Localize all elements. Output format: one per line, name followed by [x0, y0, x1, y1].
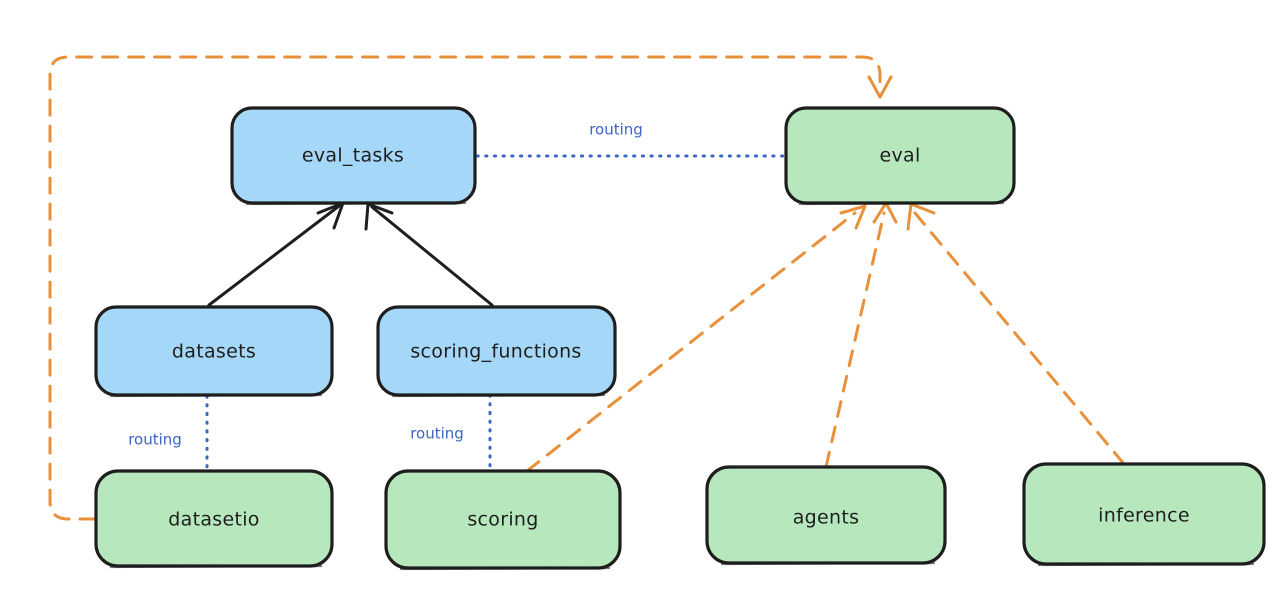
node-datasets[interactable]: datasets [94, 305, 334, 398]
node-inference[interactable]: inference [1022, 462, 1266, 567]
node-datasets-sketch-underline [109, 393, 323, 398]
edge-scoring-eval-arrowhead [839, 204, 867, 230]
node-datasetio-sketch-underline [109, 564, 323, 569]
edge-group-dependencies [48, 55, 1126, 521]
node-datasets-label: datasets [172, 341, 256, 363]
node-inference-label: inference [1098, 505, 1190, 527]
edge-group-routing: routing routing routing [128, 121, 786, 472]
node-eval[interactable]: eval [784, 106, 1016, 206]
edge-label-routing-eval: routing [589, 121, 643, 139]
node-datasetio[interactable]: datasetio [94, 469, 334, 569]
edge-agents-eval-path [824, 211, 886, 469]
node-eval-label: eval [879, 145, 920, 167]
edge-scoringfn-eval_tasks-path [370, 205, 494, 307]
edge-datasets-eval_tasks[interactable] [207, 201, 345, 307]
edge-scoringfn-scoring[interactable]: routing [410, 393, 492, 472]
edge-label-routing-datasetio: routing [128, 431, 182, 449]
edge-scoring-eval[interactable] [525, 204, 867, 473]
node-agents[interactable]: agents [705, 465, 947, 566]
node-scoring_functions-label: scoring_functions [410, 341, 581, 363]
edge-datasets-datasetio[interactable]: routing [128, 394, 209, 472]
node-eval_tasks-sketch-underline [245, 201, 467, 206]
node-scoring[interactable]: scoring [384, 469, 622, 571]
edge-datasetio-eval-arrowhead [867, 75, 893, 99]
edge-scoringfn-eval_tasks[interactable] [364, 202, 494, 307]
node-eval_tasks[interactable]: eval_tasks [230, 106, 477, 206]
edge-scoringfn-eval_tasks-arrowhead [364, 202, 394, 231]
edge-eval_tasks-eval[interactable]: routing [475, 121, 786, 158]
edge-datasetio-eval-path [48, 55, 882, 521]
node-group: eval_tasks eval datasets scoring_functio… [94, 106, 1266, 571]
node-agents-label: agents [793, 507, 860, 529]
node-agents-sketch-underline [720, 561, 936, 566]
edge-datasetio-eval[interactable] [48, 55, 893, 521]
edge-datasets-eval_tasks-path [207, 204, 341, 307]
edge-inference-eval-arrowhead [906, 202, 936, 231]
edge-label-routing-scoring: routing [410, 425, 464, 443]
node-scoring-label: scoring [467, 509, 538, 531]
edge-group-solid [207, 201, 494, 307]
edge-scoring-eval-path [525, 211, 857, 473]
edge-inference-eval[interactable] [906, 202, 1126, 466]
edge-agents-eval[interactable] [824, 201, 898, 469]
node-eval_tasks-label: eval_tasks [302, 145, 404, 167]
node-eval-sketch-underline [798, 201, 1005, 206]
node-scoring_functions-sketch-underline [391, 393, 606, 398]
node-scoring_functions[interactable]: scoring_functions [376, 305, 617, 398]
node-datasetio-label: datasetio [168, 509, 259, 531]
node-inference-sketch-underline [1037, 562, 1255, 567]
edge-inference-eval-path [913, 211, 1126, 466]
node-scoring-sketch-underline [399, 566, 611, 571]
